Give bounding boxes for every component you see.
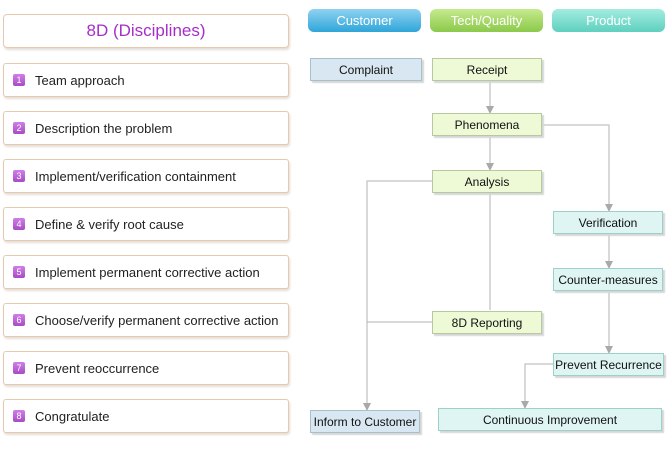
column-header-product: Product bbox=[552, 9, 665, 32]
node-prevent-recurrence: Prevent Recurrence bbox=[553, 353, 664, 376]
column-header-tech-quality: Tech/Quality bbox=[430, 9, 543, 32]
step-label-2: Description the problem bbox=[35, 120, 173, 136]
node-complaint: Complaint bbox=[310, 58, 422, 81]
node-phenomena: Phenomena bbox=[432, 113, 542, 136]
step-number-6: 6 bbox=[13, 314, 25, 326]
step-1: 1 Team approach bbox=[3, 63, 289, 97]
step-label-5: Implement permanent corrective action bbox=[35, 264, 260, 280]
step-8: 8 Congratulate bbox=[3, 399, 289, 433]
page-title-box: 8D (Disciplines) bbox=[3, 14, 289, 48]
node-inform-to-customer: Inform to Customer bbox=[310, 410, 420, 433]
step-number-3: 3 bbox=[13, 170, 25, 182]
node-counter-measures: Counter-measures bbox=[553, 268, 663, 291]
step-number-4: 4 bbox=[13, 218, 25, 230]
step-label-4: Define & verify root cause bbox=[35, 216, 184, 232]
step-label-6: Choose/verify permanent corrective actio… bbox=[35, 312, 279, 328]
step-number-7: 7 bbox=[13, 362, 25, 374]
step-7: 7 Prevent reoccurrence bbox=[3, 351, 289, 385]
node-verification: Verification bbox=[553, 211, 663, 234]
step-label-1: Team approach bbox=[35, 72, 125, 88]
step-5: 5 Implement permanent corrective action bbox=[3, 255, 289, 289]
page-title: 8D (Disciplines) bbox=[86, 21, 206, 40]
step-number-2: 2 bbox=[13, 122, 25, 134]
step-label-3: Implement/verification containment bbox=[35, 168, 236, 184]
step-4: 4 Define & verify root cause bbox=[3, 207, 289, 241]
node-continuous-improvement: Continuous Improvement bbox=[438, 408, 662, 431]
step-6: 6 Choose/verify permanent corrective act… bbox=[3, 303, 289, 337]
step-label-7: Prevent reoccurrence bbox=[35, 360, 160, 376]
step-label-8: Congratulate bbox=[35, 408, 110, 424]
step-3: 3 Implement/verification containment bbox=[3, 159, 289, 193]
node-receipt: Receipt bbox=[432, 58, 542, 81]
step-number-5: 5 bbox=[13, 266, 25, 278]
node-8d-reporting: 8D Reporting bbox=[432, 311, 542, 334]
step-number-8: 8 bbox=[13, 410, 25, 422]
node-analysis: Analysis bbox=[432, 170, 542, 193]
column-header-customer: Customer bbox=[308, 9, 421, 32]
step-2: 2 Description the problem bbox=[3, 111, 289, 145]
step-number-1: 1 bbox=[13, 74, 25, 86]
